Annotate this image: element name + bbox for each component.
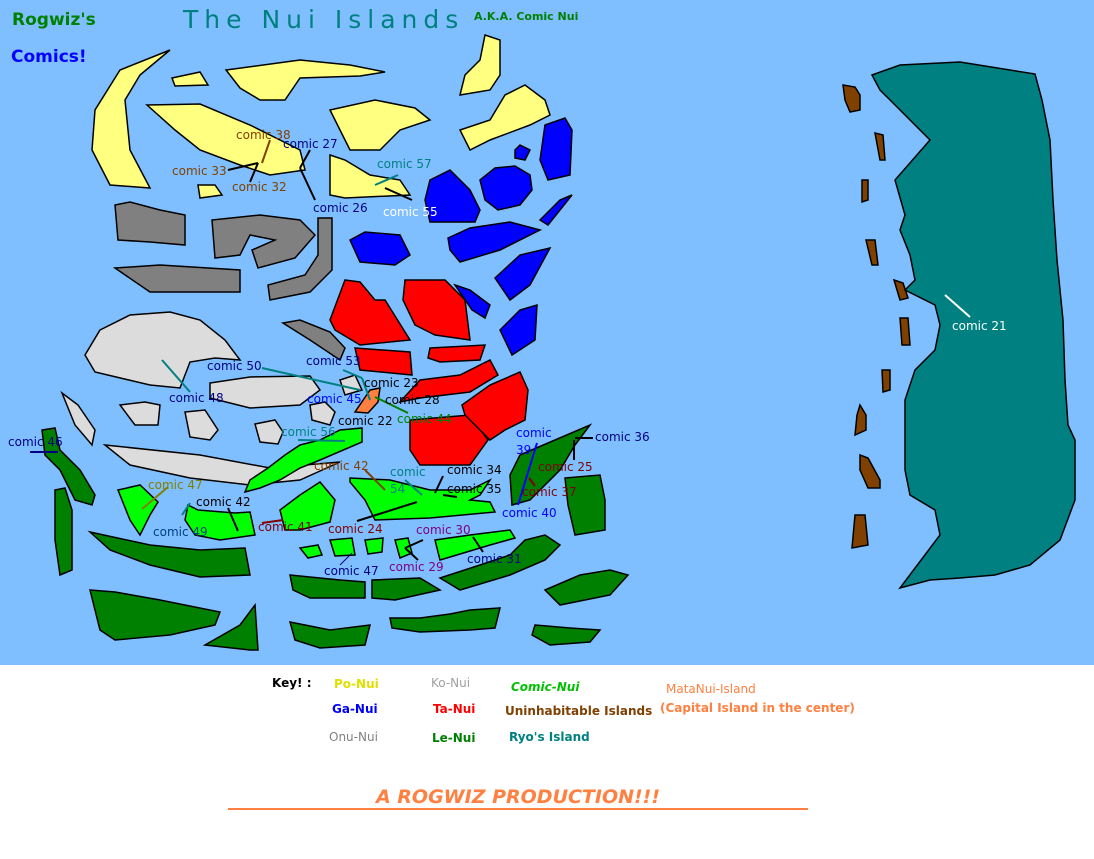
po-nui-islands <box>91 34 551 199</box>
label-comic-53[interactable]: comic 53 <box>306 354 361 368</box>
map-subtitle: A.K.A. Comic Nui <box>474 10 579 23</box>
onu-nui-islands <box>112 201 346 362</box>
label-comic-28[interactable]: comic 28 <box>385 393 440 407</box>
legend-ryo-island: Ryo's Island <box>509 730 590 744</box>
label-comic-54-a[interactable]: comic <box>390 465 426 479</box>
label-comic-41[interactable]: comic 41 <box>258 520 313 534</box>
label-comic-31[interactable]: comic 31 <box>467 552 522 566</box>
legend-ko-nui: Ko-Nui <box>431 676 471 690</box>
label-comic-47-a[interactable]: comic 47 <box>148 478 203 492</box>
ga-nui-islands <box>349 117 573 357</box>
comic-nui-islands <box>116 427 517 561</box>
brand-line-2: Comics! <box>11 47 87 67</box>
label-comic-29[interactable]: comic 29 <box>389 560 444 574</box>
label-comic-46[interactable]: comic 46 <box>8 435 63 449</box>
label-comic-27[interactable]: comic 27 <box>283 137 338 151</box>
legend-le-nui: Le-Nui <box>432 731 476 745</box>
label-comic-44[interactable]: comic 44 <box>397 412 452 426</box>
label-comic-45[interactable]: comic 45 <box>307 392 362 406</box>
label-comic-38[interactable]: comic 38 <box>236 128 291 142</box>
label-comic-34[interactable]: comic 34 <box>447 463 502 477</box>
label-comic-23[interactable]: comic 23 <box>364 376 419 390</box>
map-title: The Nui Islands <box>183 5 465 34</box>
island-map: comic 38 comic 27 comic 33 comic 32 comi… <box>8 34 1076 651</box>
label-comic-42-a[interactable]: comic 42 <box>314 459 369 473</box>
ko-nui-islands <box>60 311 364 486</box>
label-comic-39-b[interactable]: 39 <box>516 443 531 457</box>
legend-ta-nui: Ta-Nui <box>433 702 476 716</box>
label-comic-39-a[interactable]: comic <box>516 426 552 440</box>
label-comic-26[interactable]: comic 26 <box>313 201 368 215</box>
brand-line-1: Rogwiz's <box>12 10 96 30</box>
legend-matanui: MataNui-Island <box>666 682 756 696</box>
label-comic-55[interactable]: comic 55 <box>383 205 438 219</box>
label-comic-49[interactable]: comic 49 <box>153 525 208 539</box>
legend-capital-note: (Capital Island in the center) <box>660 701 855 715</box>
ryo-island <box>870 61 1076 590</box>
production-credit: A ROGWIZ PRODUCTION!!! <box>228 786 808 810</box>
label-comic-54-b[interactable]: 54 <box>390 482 405 496</box>
label-comic-48[interactable]: comic 48 <box>169 391 224 405</box>
label-comic-56[interactable]: comic 56 <box>281 425 336 439</box>
label-comic-37[interactable]: comic 37 <box>522 485 577 499</box>
label-comic-22[interactable]: comic 22 <box>338 414 393 428</box>
uninhabitable-islands <box>842 84 911 549</box>
label-comic-47-b[interactable]: comic 47 <box>324 564 379 578</box>
label-comic-33[interactable]: comic 33 <box>172 164 227 178</box>
le-nui-islands <box>41 423 630 651</box>
legend-comic-nui: Comic-Nui <box>511 680 580 694</box>
legend-ga-nui: Ga-Nui <box>332 702 378 716</box>
label-comic-30[interactable]: comic 30 <box>416 523 471 537</box>
legend-uninhabitable: Uninhabitable Islands <box>505 704 653 718</box>
label-comic-42-b[interactable]: comic 42 <box>196 495 251 509</box>
label-comic-35[interactable]: comic 35 <box>447 482 502 496</box>
legend-key-label: Key! : <box>272 676 312 690</box>
legend-po-nui: Po-Nui <box>334 677 379 691</box>
ta-nui-islands <box>329 279 529 466</box>
label-comic-21[interactable]: comic 21 <box>952 319 1007 333</box>
matanui-island <box>353 387 381 414</box>
leader-lines <box>30 139 971 566</box>
label-comic-40[interactable]: comic 40 <box>502 506 557 520</box>
label-comic-25[interactable]: comic 25 <box>538 460 593 474</box>
label-comic-50[interactable]: comic 50 <box>207 359 262 373</box>
label-comic-57[interactable]: comic 57 <box>377 157 432 171</box>
legend-onu-nui: Onu-Nui <box>329 730 378 744</box>
label-comic-24[interactable]: comic 24 <box>328 522 383 536</box>
label-comic-32[interactable]: comic 32 <box>232 180 287 194</box>
label-comic-36[interactable]: comic 36 <box>595 430 650 444</box>
